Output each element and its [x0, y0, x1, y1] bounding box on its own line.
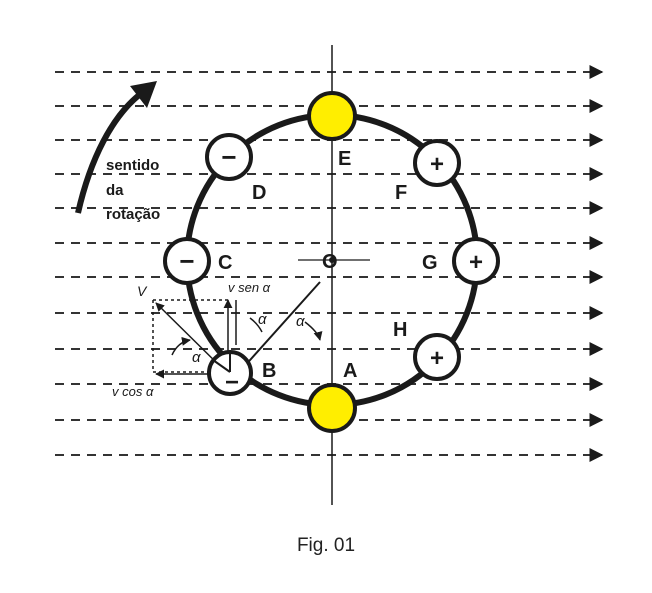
rotation-arrow — [75, 89, 145, 214]
conductor-E — [307, 91, 357, 141]
label-A: A — [343, 360, 357, 382]
rotation-label-line3: rotação — [106, 206, 160, 223]
label-F: F — [395, 182, 407, 204]
conductor-G: + — [452, 237, 500, 285]
conductor-B: − — [207, 350, 253, 396]
center-label: O — [322, 251, 338, 273]
plus-sign: + — [430, 345, 444, 372]
rotation-label-line1: sentido — [106, 157, 159, 174]
alpha-label-3: α — [296, 313, 305, 330]
conductor-D: − — [205, 133, 253, 181]
plus-sign: + — [430, 151, 444, 178]
label-G: G — [422, 252, 438, 274]
alpha-label-2: α — [258, 311, 267, 328]
label-H: H — [393, 319, 407, 341]
plus-sign: + — [469, 249, 483, 276]
label-E: E — [338, 148, 351, 170]
velocity-label-cos: v cos α — [112, 384, 154, 399]
rotation-label-line2: da — [106, 182, 124, 199]
minus-sign: − — [179, 246, 194, 276]
figure-caption: Fig. 01 — [296, 535, 356, 556]
conductor-H: + — [413, 333, 461, 381]
conductor-F: + — [413, 139, 461, 187]
rotation-arrow-head — [130, 81, 157, 108]
conductor-C: − — [163, 237, 211, 285]
alpha-label-1: α — [192, 349, 201, 366]
label-B: B — [262, 360, 276, 382]
angle-arcs — [171, 317, 323, 356]
conductor-A — [307, 383, 357, 433]
label-D: D — [252, 182, 266, 204]
velocity-label-sen: v sen α — [228, 280, 271, 295]
minus-sign: − — [225, 369, 239, 396]
velocity-label-v: V — [137, 283, 148, 299]
center-point — [329, 257, 335, 263]
label-C: C — [218, 252, 232, 274]
minus-sign: − — [221, 142, 236, 172]
